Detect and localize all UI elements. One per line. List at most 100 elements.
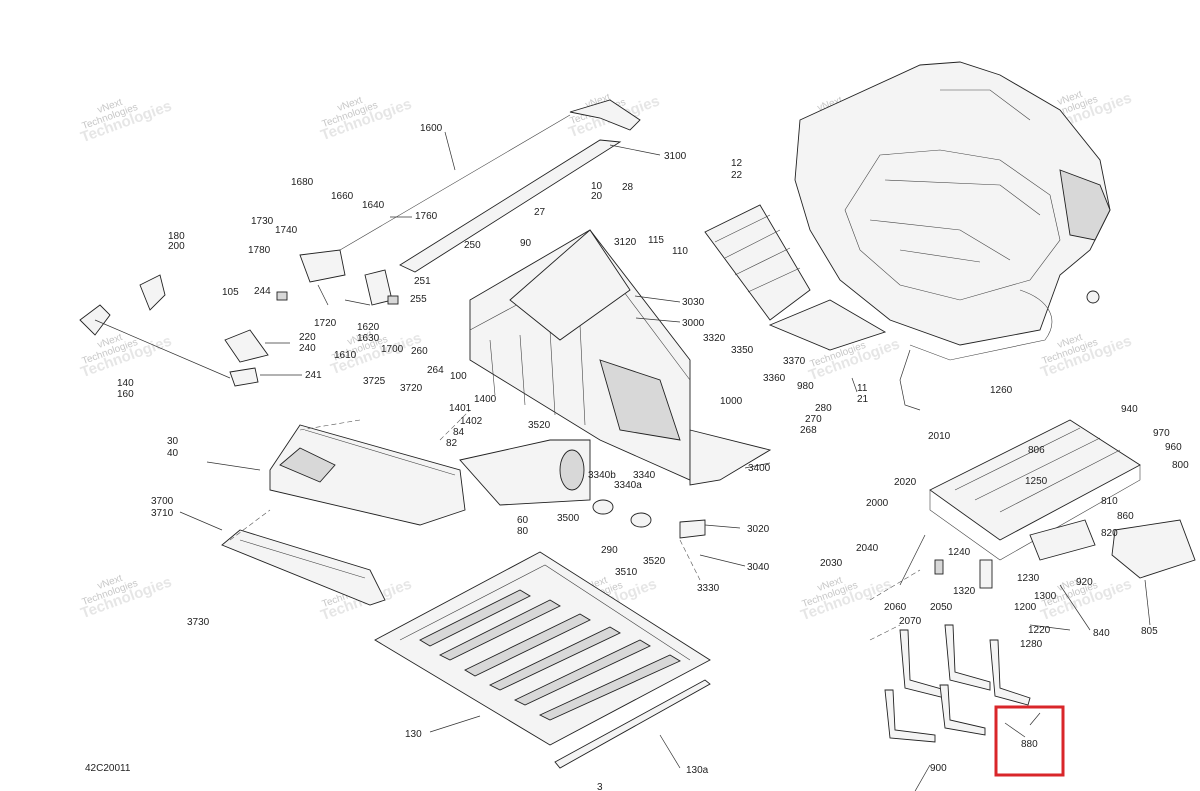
part-labels: 1600 3100 1680 1660 1640 1760 1730 1740 … — [85, 123, 1189, 791]
watermark: vNext Technologies Technologies — [78, 97, 174, 146]
part-label: 130a — [686, 765, 709, 776]
leader-lines — [179, 131, 1151, 791]
part-label: 1600 — [420, 123, 443, 134]
part-label: 60 — [517, 515, 529, 526]
part-label: 3030 — [682, 297, 705, 308]
part-label: 241 — [305, 370, 322, 381]
part-label: 920 — [1076, 577, 1093, 588]
part-label: 1260 — [990, 385, 1013, 396]
rack-frame-part — [899, 419, 1196, 631]
part-label: 2050 — [930, 602, 953, 613]
part-label: 1220 — [1028, 625, 1051, 636]
step-part — [221, 529, 386, 606]
part-label: 270 — [805, 414, 822, 425]
part-label: 3350 — [731, 345, 754, 356]
part-label: 251 — [414, 276, 431, 287]
part-label: 3330 — [697, 583, 720, 594]
part-label: 1400 — [474, 394, 497, 405]
part-label: 2040 — [856, 543, 879, 554]
part-label: 130 — [405, 729, 422, 740]
part-label: 260 — [411, 346, 428, 357]
part-label: 115 — [648, 235, 664, 246]
part-label: 10 — [591, 181, 603, 192]
rail-assembly-part — [339, 99, 641, 273]
part-label: 1720 — [314, 318, 337, 329]
part-label: 3 — [597, 782, 603, 791]
part-label: 2070 — [899, 616, 922, 627]
part-label: 40 — [167, 448, 179, 459]
cargo-box-part — [794, 61, 1111, 411]
part-label: 21 — [857, 394, 869, 405]
part-label: 264 — [427, 365, 444, 376]
part-label: 28 — [622, 182, 634, 193]
part-label: 3500 — [557, 513, 580, 524]
part-label: 3020 — [747, 524, 770, 535]
part-label: 2030 — [820, 558, 843, 569]
part-label-880: 880 — [1021, 739, 1038, 750]
watermark: vNext Technologies Technologies — [318, 95, 414, 144]
floor-panels-part — [704, 204, 887, 351]
part-label: 280 — [815, 403, 832, 414]
part-label: 960 — [1165, 442, 1182, 453]
part-label: 80 — [517, 526, 529, 537]
part-label: 1730 — [251, 216, 274, 227]
part-label: 2010 — [928, 431, 951, 442]
part-label: 110 — [672, 246, 688, 257]
part-label: 1402 — [460, 416, 483, 427]
bed-floor-part — [374, 551, 711, 769]
part-label: 250 — [464, 240, 481, 251]
tailgate-assembly-part — [469, 229, 772, 486]
part-label: 180 — [168, 231, 185, 242]
part-label: 806 — [1028, 445, 1045, 456]
part-label: 3000 — [682, 318, 705, 329]
part-label: 3710 — [151, 508, 174, 519]
part-label: 244 — [254, 286, 271, 297]
part-label: 290 — [601, 545, 618, 556]
part-label: 90 — [520, 238, 532, 249]
hinge-parts — [79, 249, 399, 387]
part-label: 1280 — [1020, 639, 1043, 650]
watermark: vNext Technologies Technologies — [1038, 332, 1134, 381]
part-label: 1401 — [449, 403, 472, 414]
part-label: 22 — [731, 170, 743, 181]
part-label: 2020 — [894, 477, 917, 488]
part-label: 810 — [1101, 496, 1118, 507]
part-label: 200 — [168, 241, 185, 252]
part-label: 3370 — [783, 356, 806, 367]
part-label: 3700 — [151, 496, 174, 507]
part-label: 3340 — [633, 470, 656, 481]
part-label: 3520 — [528, 420, 551, 431]
part-label: 1660 — [331, 191, 354, 202]
part-label: 12 — [731, 158, 743, 169]
part-label: 1740 — [275, 225, 298, 236]
part-label: 3520 — [643, 556, 666, 567]
part-label: 1620 — [357, 322, 380, 333]
diagram-code: 42C20011 — [85, 763, 131, 774]
part-label: 1640 — [362, 200, 385, 211]
part-label: 3340b — [588, 470, 616, 481]
part-label: 255 — [410, 294, 427, 305]
part-label: 27 — [534, 207, 546, 218]
part-label: 900 — [930, 763, 947, 774]
part-label: 3100 — [664, 151, 687, 162]
part-label: 160 — [117, 389, 134, 400]
part-label: 1200 — [1014, 602, 1037, 613]
part-label: 1300 — [1034, 591, 1057, 602]
part-label: 3360 — [763, 373, 786, 384]
part-label: 3510 — [615, 567, 638, 578]
part-label: 1680 — [291, 177, 314, 188]
part-label: 3725 — [363, 376, 386, 387]
bracket-part — [459, 439, 652, 528]
part-label: 11 — [857, 383, 868, 394]
small-bracket-part — [679, 519, 706, 539]
part-label: 2060 — [884, 602, 907, 613]
part-label: 100 — [450, 371, 467, 382]
part-label: 3040 — [747, 562, 770, 573]
part-label: 2000 — [866, 498, 889, 509]
part-label: 820 — [1101, 528, 1118, 539]
watermark: vNext Technologies Technologies — [798, 575, 894, 624]
part-label: 860 — [1117, 511, 1134, 522]
part-label: 3120 — [614, 237, 637, 248]
part-label: 1000 — [720, 396, 743, 407]
part-label: 1240 — [948, 547, 971, 558]
